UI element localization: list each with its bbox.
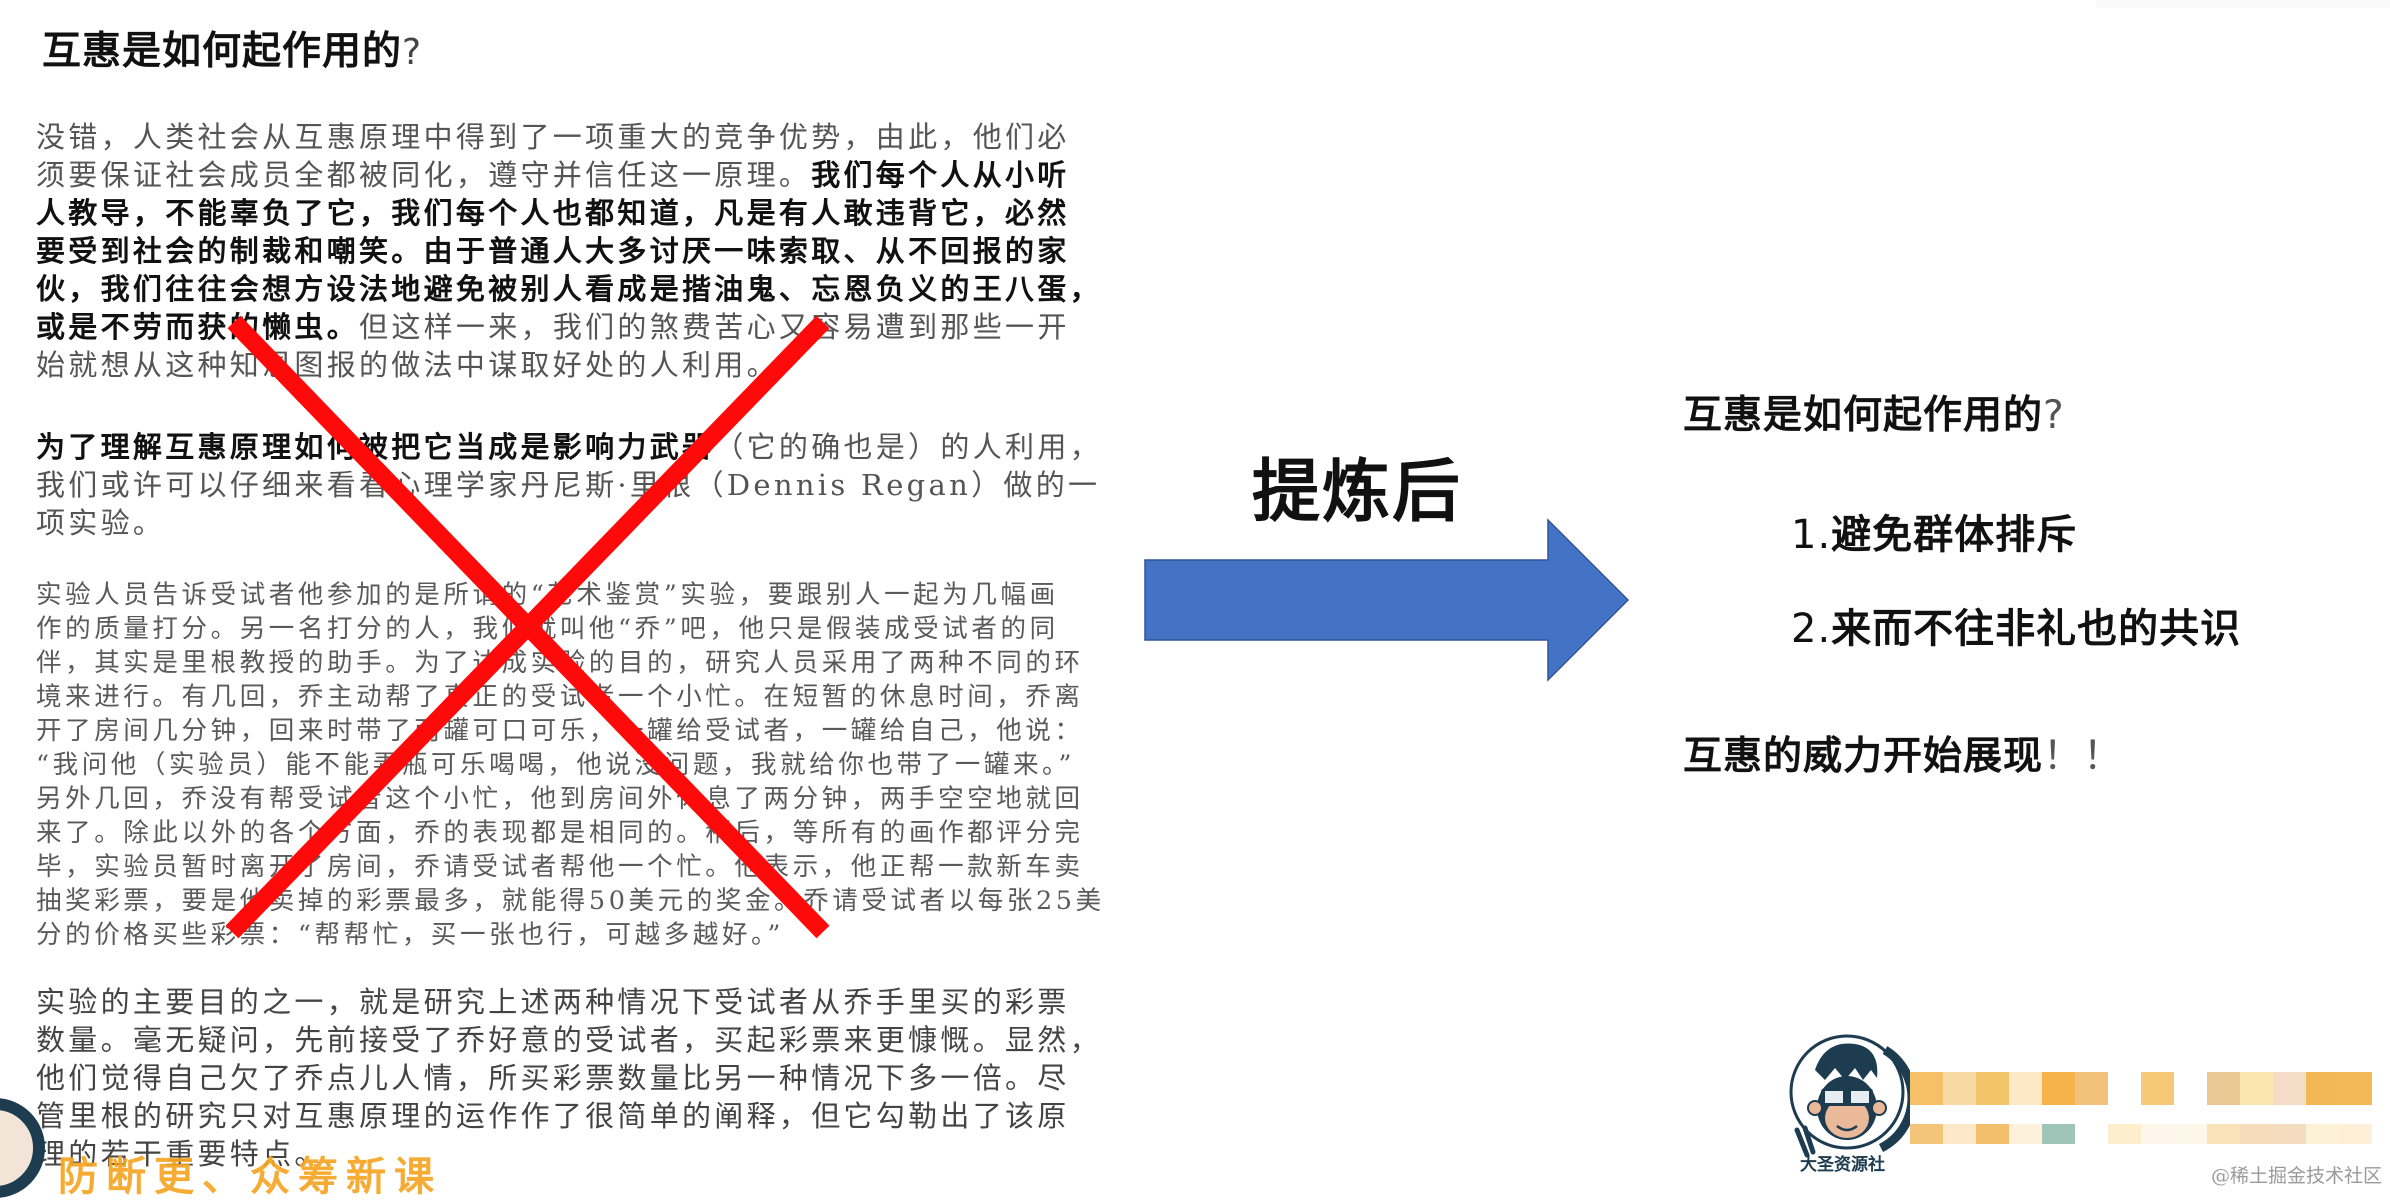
- mosaic-cell: [2075, 1072, 2108, 1105]
- right-slide-title: 互惠是如何起作用的?: [1683, 393, 2065, 438]
- conclusion-text: 互惠的威力开始展现！！: [1683, 734, 2124, 779]
- text-line: 抽奖彩票，要是他卖掉的彩票最多，就能得50美元的奖金。乔请受试者以每张25美: [36, 886, 1105, 916]
- mosaic-cell: [2240, 1072, 2273, 1105]
- text-line: 境来进行。有几回，乔主动帮了真正的受试者一个小忙。在短暂的休息时间，乔离: [36, 682, 1084, 712]
- mosaic-row-2: [1910, 1124, 2390, 1144]
- mosaic-cell: [2108, 1124, 2141, 1144]
- mosaic-cell: [2339, 1072, 2372, 1105]
- text-line: 作的质量打分。另一名打分的人，我们就叫他“乔”吧，他只是假装成受试者的同: [36, 614, 1059, 644]
- refined-label: 提炼后: [1252, 453, 1463, 532]
- text-line: 为了理解互惠原理如何被把它当成是影响力武器（它的确也是）的人利用，: [36, 430, 1102, 464]
- mosaic-cell: [1910, 1124, 1943, 1144]
- promo-banner-text: 防断更、众筹新课: [58, 1154, 442, 1200]
- mosaic-cell: [2009, 1072, 2042, 1105]
- text-line: 数量。毫无疑问，先前接受了乔好意的受试者，买起彩票来更慷慨。显然，: [36, 1023, 1102, 1057]
- left-title-question-mark: ?: [402, 32, 423, 73]
- mosaic-cell: [2372, 1124, 2390, 1144]
- mosaic-cell: [2240, 1124, 2273, 1144]
- text-line: 管里根的研究只对互惠原理的运作作了很简单的阐释，但它勾勒出了该原: [36, 1099, 1070, 1133]
- text-line: 项实验。: [36, 506, 166, 540]
- summary-item-2: 2.来而不往非礼也的共识: [1791, 606, 2242, 652]
- text-line: 没错，人类社会从互惠原理中得到了一项重大的竞争优势，由此，他们必: [36, 120, 1070, 154]
- text-line: 我们或许可以仔细来看看心理学家丹尼斯·里根（Dennis Regan）做的一: [36, 468, 1101, 502]
- text-line: 始就想从这种知恩图报的做法中谋取好处的人利用。: [36, 348, 779, 382]
- left-title-text: 互惠是如何起作用的: [42, 29, 403, 74]
- text-line: 来了。除此以外的各个方面，乔的表现都是相同的。稍后，等所有的画作都评分完: [36, 818, 1084, 848]
- left-paragraph-3-experiment: 实验人员告诉受试者他参加的是所谓的“艺术鉴赏”实验，要跟别人一起为几幅画 作的质…: [36, 578, 1105, 952]
- mosaic-cell: [2075, 1124, 2108, 1144]
- mosaic-cell: [2174, 1072, 2207, 1105]
- text-line: 人教导，不能辜负了它，我们每个人也都知道，凡是有人敢违背它，必然: [36, 196, 1070, 230]
- text-line: 伴，其实是里根教授的助手。为了达成实验的目的，研究人员采用了两种不同的环: [36, 648, 1084, 678]
- text-line: 实验的主要目的之一，就是研究上述两种情况下受试者从乔手里买的彩票: [36, 985, 1070, 1019]
- mosaic-cell: [1976, 1072, 2009, 1105]
- mosaic-cell: [1943, 1124, 1976, 1144]
- text-line: 开了房间几分钟，回来时带了两罐可口可乐，一罐给受试者，一罐给自己，他说：: [36, 716, 1084, 746]
- mosaic-cell: [2306, 1124, 2339, 1144]
- text-line: 须要保证社会成员全都被同化，遵守并信任这一原理。我们每个人从小听: [36, 158, 1070, 192]
- mosaic-cell: [2141, 1124, 2174, 1144]
- mosaic-cell: [1943, 1072, 1976, 1105]
- text-line: 或是不劳而获的懒虫。但这样一来，我们的煞费苦心又容易遭到那些一开: [36, 310, 1070, 344]
- mosaic-row-1: [1910, 1072, 2390, 1105]
- text-line: 另外几回，乔没有帮受试者这个小忙，他到房间外休息了两分钟，两手空空地就回: [36, 784, 1084, 814]
- mosaic-cell: [2042, 1124, 2075, 1144]
- mosaic-cell: [1976, 1124, 2009, 1144]
- text-line: 分的价格买些彩票：“帮帮忙，买一张也行，可越多越好。”: [36, 920, 785, 950]
- mosaic-cell: [2339, 1124, 2372, 1144]
- mosaic-cell: [2174, 1124, 2207, 1144]
- top-edge-strip: [2096, 0, 2390, 8]
- text-line: 他们觉得自己欠了乔点儿人情，所买彩票数量比另一种情况下多一倍。尽: [36, 1061, 1070, 1095]
- monkey-logo-icon: [1789, 1034, 1910, 1158]
- mosaic-cell: [2042, 1072, 2075, 1105]
- left-paragraph-2: 为了理解互惠原理如何被把它当成是影响力武器（它的确也是）的人利用， 我们或许可以…: [36, 428, 1102, 542]
- text-line: “我问他（实验员）能不能弄瓶可乐喝喝，他说没问题，我就给你也带了一罐来。”: [36, 750, 1076, 780]
- left-paragraph-4: 实验的主要目的之一，就是研究上述两种情况下受试者从乔手里买的彩票 数量。毫无疑问…: [36, 983, 1102, 1173]
- text-line: 实验人员告诉受试者他参加的是所谓的“艺术鉴赏”实验，要跟别人一起为几幅画: [36, 580, 1059, 610]
- mosaic-cell: [2372, 1072, 2390, 1105]
- text-line: 毕，实验员暂时离开了房间，乔请受试者帮他一个忙。他表示，他正帮一款新车卖: [36, 852, 1084, 882]
- mosaic-cell: [2141, 1072, 2174, 1105]
- text-line: 伙，我们往往会想方设法地避免被别人看成是揩油鬼、忘恩负义的王八蛋，: [36, 272, 1102, 306]
- summary-item-1: 1.避免群体排斥: [1791, 512, 2078, 558]
- left-slide-title: 互惠是如何起作用的?: [42, 20, 422, 76]
- logo-caption: 大圣资源社: [1800, 1155, 1885, 1175]
- mosaic-cell: [2207, 1124, 2240, 1144]
- mosaic-cell: [1910, 1072, 1943, 1105]
- mosaic-cell: [2108, 1072, 2141, 1105]
- text-line: 要受到社会的制裁和嘲笑。由于普通人大多讨厌一味索取、从不回报的家: [36, 234, 1070, 268]
- mosaic-cell: [2306, 1072, 2339, 1105]
- text-line: 理的若干重要特点。: [36, 1137, 327, 1171]
- mosaic-cell: [2009, 1124, 2042, 1144]
- watermark: @稀土掘金技术社区: [2210, 1165, 2382, 1187]
- mosaic-cell: [2273, 1124, 2306, 1144]
- left-paragraph-1: 没错，人类社会从互惠原理中得到了一项重大的竞争优势，由此，他们必 须要保证社会成…: [36, 118, 1102, 384]
- mosaic-cell: [2207, 1072, 2240, 1105]
- mosaic-cell: [2273, 1072, 2306, 1105]
